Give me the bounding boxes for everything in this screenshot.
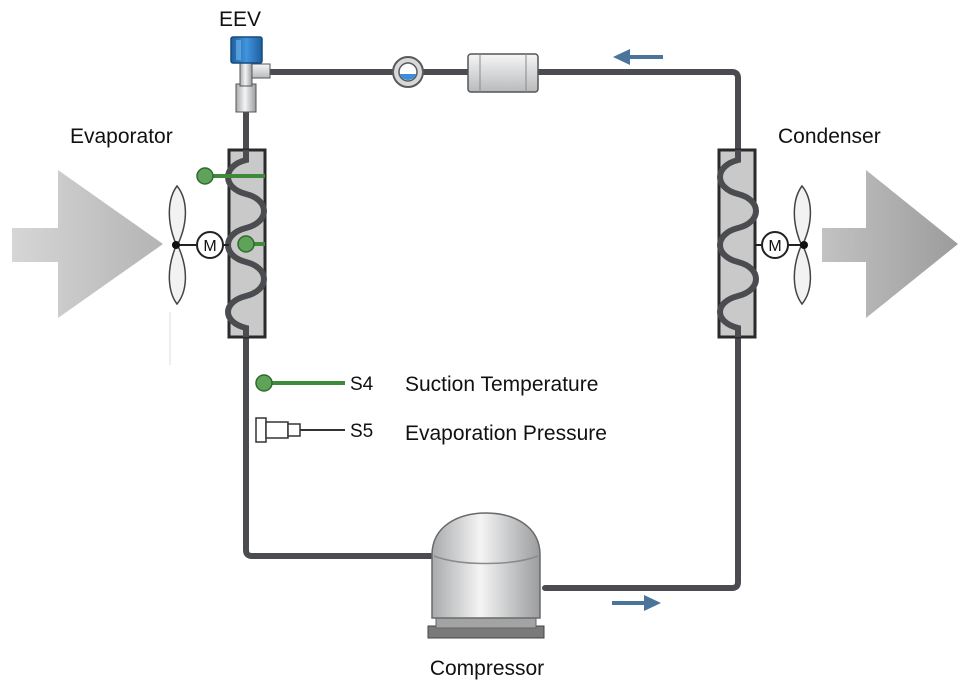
condenser-fan-motor: M — [761, 231, 789, 259]
legend-pressure-sensor-symbol — [255, 417, 345, 443]
flow-arrow-top — [613, 49, 663, 65]
condenser-coil — [717, 148, 759, 339]
sight-glass — [392, 56, 424, 88]
temperature-sensor-evaporator-mid — [237, 235, 265, 253]
legend-s4-tag: S4 — [350, 374, 374, 395]
legend-s5-tag: S5 — [350, 421, 373, 442]
condenser-label: Condenser — [778, 125, 881, 148]
legend-temperature-sensor-symbol — [255, 374, 345, 392]
refrigerant-piping — [243, 69, 741, 591]
eev-label: EEV — [219, 8, 261, 31]
eev-valve — [230, 36, 271, 113]
evaporator-label: Evaporator — [70, 125, 173, 148]
evaporator-motor-letter: M — [203, 238, 216, 255]
filter-drier — [467, 53, 539, 93]
temperature-sensor-evaporator-outlet — [196, 167, 265, 185]
flow-arrow-bottom — [612, 595, 661, 611]
condenser-motor-letter: M — [768, 238, 781, 255]
compressor — [427, 512, 545, 639]
condenser-fan — [755, 184, 812, 306]
legend: S4 Suction Temperature S5 Evaporation Pr… — [255, 373, 607, 445]
legend-s4-text: Suction Temperature — [405, 373, 598, 396]
compressor-label: Compressor — [430, 657, 544, 680]
condenser-air-flow-arrow — [822, 170, 958, 318]
evaporator-air-flow-arrow — [12, 170, 163, 318]
legend-s5-text: Evaporation Pressure — [405, 422, 607, 445]
evaporator-fan — [168, 184, 229, 365]
evaporator-fan-motor: M — [196, 231, 224, 259]
